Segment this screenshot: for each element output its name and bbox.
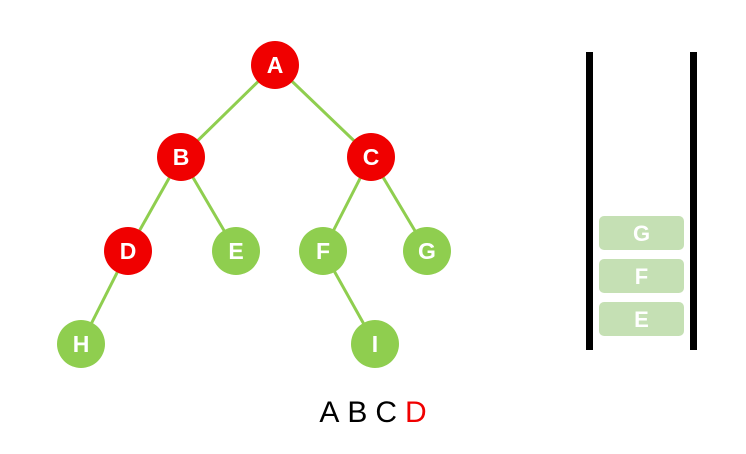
stack-right-wall (690, 52, 697, 350)
node-label: E (228, 238, 243, 264)
stack-item-label: F (635, 264, 648, 289)
node-label: G (418, 238, 436, 264)
stack-item-box (599, 302, 684, 336)
node-circle (347, 133, 395, 181)
tree-node-d: D (104, 227, 152, 275)
tree-node-g: G (403, 227, 451, 275)
node-label: C (363, 144, 380, 170)
sequence-item-a: A (319, 396, 340, 429)
node-label: D (120, 238, 137, 264)
tree-node-i: I (351, 320, 399, 368)
stack-item-box (599, 216, 684, 250)
tree-edges (79, 63, 429, 345)
tree-node-e: E (212, 227, 260, 275)
tree-node-f: F (299, 227, 347, 275)
node-circle (403, 227, 451, 275)
stack-item-label: E (634, 307, 649, 332)
node-label: F (316, 238, 330, 264)
node-circle (299, 227, 347, 275)
node-circle (57, 320, 105, 368)
stack-item-label: G (633, 221, 650, 246)
sequence-item-b: B (347, 396, 368, 429)
node-label: I (372, 331, 378, 357)
tree-node-a: A (251, 41, 299, 89)
tree-node-c: C (347, 133, 395, 181)
stack-item-g: G (599, 216, 684, 250)
node-circle (104, 227, 152, 275)
stack-item-e: E (599, 302, 684, 336)
node-circle (351, 320, 399, 368)
node-label: H (73, 331, 90, 357)
node-circle (212, 227, 260, 275)
stack-items: GFE (599, 216, 684, 336)
node-circle (251, 41, 299, 89)
node-label: B (173, 144, 190, 170)
tree-node-b: B (157, 133, 205, 181)
tree-nodes: A B C D E F G H I (57, 41, 451, 368)
node-circle (157, 133, 205, 181)
node-label: A (267, 52, 284, 78)
sequence-item-d: D (405, 396, 427, 429)
stack-left-wall (586, 52, 593, 350)
stack-container: GFE (586, 52, 697, 350)
stack-item-f: F (599, 259, 684, 293)
tree-node-h: H (57, 320, 105, 368)
stack-item-box (599, 259, 684, 293)
sequence-item-c: C (375, 396, 398, 429)
